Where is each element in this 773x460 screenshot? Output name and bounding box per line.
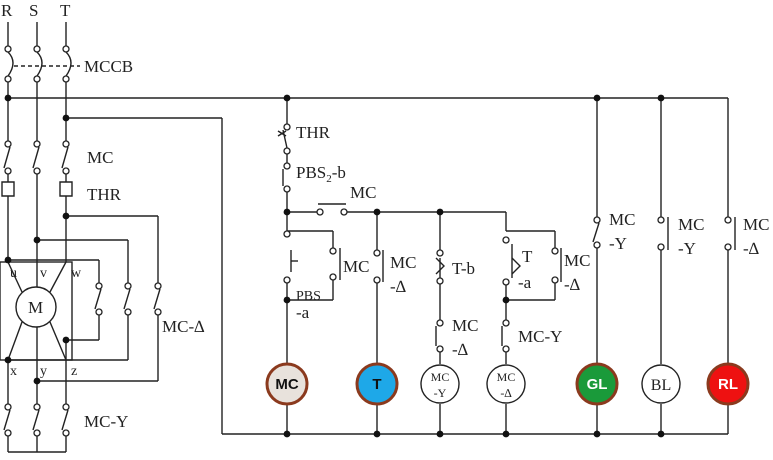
- main-contactor-contacts: [3, 140, 70, 175]
- rl-contact-line1: MC: [743, 215, 769, 234]
- mc-delta-nc-1-line2: -∆: [390, 277, 407, 296]
- coil-timer: T: [355, 362, 399, 406]
- bl-contact: [657, 216, 669, 251]
- timer-nc-contact: [435, 249, 445, 285]
- coil-mc-delta-line2: -∆: [500, 386, 512, 400]
- terminal-y: y: [40, 364, 47, 379]
- phase-label-s: S: [29, 1, 38, 20]
- mc-aux-label: MC: [343, 257, 369, 276]
- mc-y-contact: [501, 319, 510, 353]
- delta-contactor-contacts: [94, 216, 162, 381]
- motor-label: M: [28, 298, 43, 317]
- coil-mc-y-line2: -Y: [434, 386, 447, 400]
- delta-contactor-label: MC-∆: [162, 317, 205, 336]
- coil-mc-label: MC: [275, 376, 298, 393]
- pbs2-stop-button: [282, 162, 291, 193]
- mc-delta-nc-contact-1: [373, 249, 384, 284]
- lamp-gl: GL: [575, 362, 619, 406]
- lamp-bl-label: BL: [651, 377, 671, 394]
- mc-delta-nc-contact-2: [435, 319, 444, 353]
- timer-no-line2: -a: [518, 273, 532, 292]
- mccb-breaker: [4, 45, 80, 83]
- timer-nc-label: T-b: [452, 259, 475, 278]
- lamp-bl: BL: [641, 364, 681, 404]
- coil-mc-delta-line1: MC: [497, 370, 516, 384]
- star-contactor-label: MC-Y: [84, 412, 128, 431]
- timer-no-line1: T: [522, 247, 533, 266]
- coil-mc: MC: [265, 362, 309, 406]
- mc-y-nc-branch-contact: [551, 247, 562, 284]
- hold-contact-label: MC: [350, 183, 376, 202]
- terminal-w: w: [71, 266, 82, 281]
- terminal-z: z: [71, 364, 77, 379]
- mc-y-nc-line1: MC: [564, 251, 590, 270]
- phase-label-t: T: [60, 1, 71, 20]
- coil-mc-delta: MC -∆: [486, 364, 526, 404]
- lamp-gl-label: GL: [587, 376, 608, 393]
- mc-delta-nc-1-line1: MC: [390, 253, 416, 272]
- mc-delta-nc-2-line2: -∆: [452, 340, 469, 359]
- thr-label: THR: [87, 185, 122, 204]
- gl-contact-line2: -Y: [609, 234, 627, 253]
- terminal-v: v: [40, 266, 47, 281]
- mc-hold-contact: [287, 203, 506, 216]
- lamp-rl-label: RL: [718, 376, 738, 393]
- mc-aux-contact: [329, 247, 341, 281]
- coil-timer-label: T: [372, 376, 381, 393]
- mc-delta-nc-2-line1: MC: [452, 316, 478, 335]
- pbs-start-suffix: -a: [296, 303, 310, 322]
- bl-contact-line2: -Y: [678, 239, 696, 258]
- lamp-rl: RL: [706, 362, 750, 406]
- bl-contact-line1: MC: [678, 215, 704, 234]
- thr-nc-contact: [277, 123, 291, 155]
- terminal-u: u: [10, 266, 17, 281]
- rl-contact-line2: -∆: [743, 239, 760, 258]
- pbs-start-label: PBS: [296, 289, 321, 304]
- pbs-start-button: [283, 230, 298, 284]
- rl-contact: [724, 216, 736, 251]
- thr-contact-label: THR: [296, 123, 331, 142]
- gl-contact-line1: MC: [609, 210, 635, 229]
- mc-y-nc-line2: -∆: [564, 275, 581, 294]
- gl-contact: [592, 216, 601, 249]
- phase-label-r: R: [1, 1, 13, 20]
- mccb-label: MCCB: [84, 57, 133, 76]
- star-contactor-contacts: [3, 403, 70, 453]
- mc-y-contact-label: MC-Y: [518, 327, 562, 346]
- thermal-relay-heaters: [1, 181, 73, 216]
- main-mc-label: MC: [87, 148, 113, 167]
- pbs2-label: PBS2-b: [296, 163, 346, 185]
- coil-mc-y: MC -Y: [420, 364, 460, 404]
- coil-mc-y-line1: MC: [431, 370, 450, 384]
- terminal-x: x: [10, 364, 17, 379]
